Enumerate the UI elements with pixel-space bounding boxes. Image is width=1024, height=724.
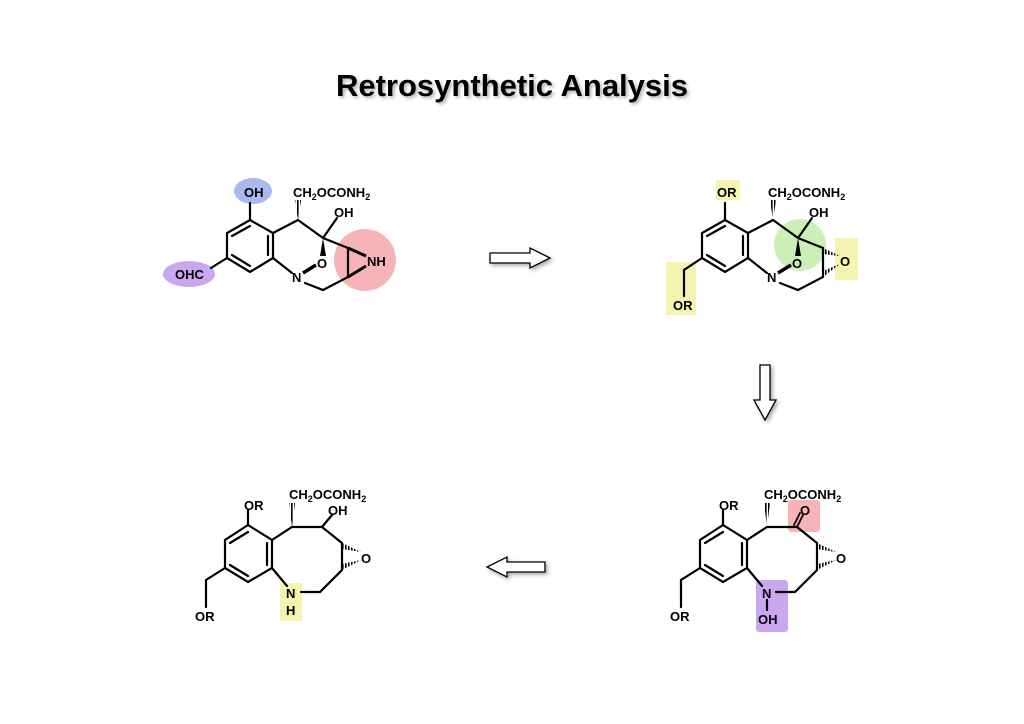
hydroxyl-label: OH [334, 205, 354, 220]
oxygen-label: O [792, 256, 802, 271]
hydroxyl-label: OH [328, 503, 348, 518]
molecule-2: OR OR CH2OCONH2 OH N O O [666, 180, 858, 315]
phenol-highlight [234, 178, 272, 204]
nh-hydrogen-label: H [286, 603, 295, 618]
or-top-label: OR [244, 498, 264, 513]
nitrogen-label: N [292, 270, 301, 285]
or-top-label: OR [717, 185, 737, 200]
side-chain-label: CH2OCONH2 [764, 487, 841, 504]
retro-arrow-right [489, 246, 552, 270]
side-chain-label: CH2OCONH2 [289, 487, 366, 504]
or-bottom-label: OR [195, 609, 215, 624]
side-chain-label: CH2OCONH2 [768, 185, 845, 202]
nitrogen-label: N [762, 586, 771, 601]
nitrogen-label: N [286, 586, 295, 601]
n-hydroxyl-label: OH [758, 612, 778, 627]
side-chain-label: CH2OCONH2 [293, 185, 370, 202]
or-bottom-label: OR [673, 298, 693, 313]
phenol-label: OH [244, 185, 264, 200]
or-top-label: OR [719, 498, 739, 513]
or-bottom-label: OR [670, 609, 690, 624]
retro-arrow-down [752, 364, 778, 422]
hydroxyl-label: OH [809, 205, 829, 220]
page-title: Retrosynthetic Analysis [335, 68, 689, 103]
aldehyde-highlight [163, 261, 215, 287]
aldehyde-label: OHC [175, 267, 205, 282]
molecule-4: OR OR CH2OCONH2 OH O N H [195, 487, 371, 624]
nitrogen-label: N [767, 270, 776, 285]
aziridine-highlight [334, 229, 396, 291]
epoxide-label: O [836, 551, 846, 566]
oxygen-label: O [317, 256, 327, 271]
molecule-1: OH OHC CH2OCONH2 OH N O NH [163, 178, 396, 292]
epoxide-label: O [840, 254, 850, 269]
epoxide-label: O [361, 551, 371, 566]
aziridine-label: NH [367, 254, 386, 269]
molecule-3: OR OR CH2OCONH2 O O N OH [670, 487, 846, 632]
ketone-label: O [800, 503, 810, 518]
retro-arrow-left [485, 555, 546, 579]
